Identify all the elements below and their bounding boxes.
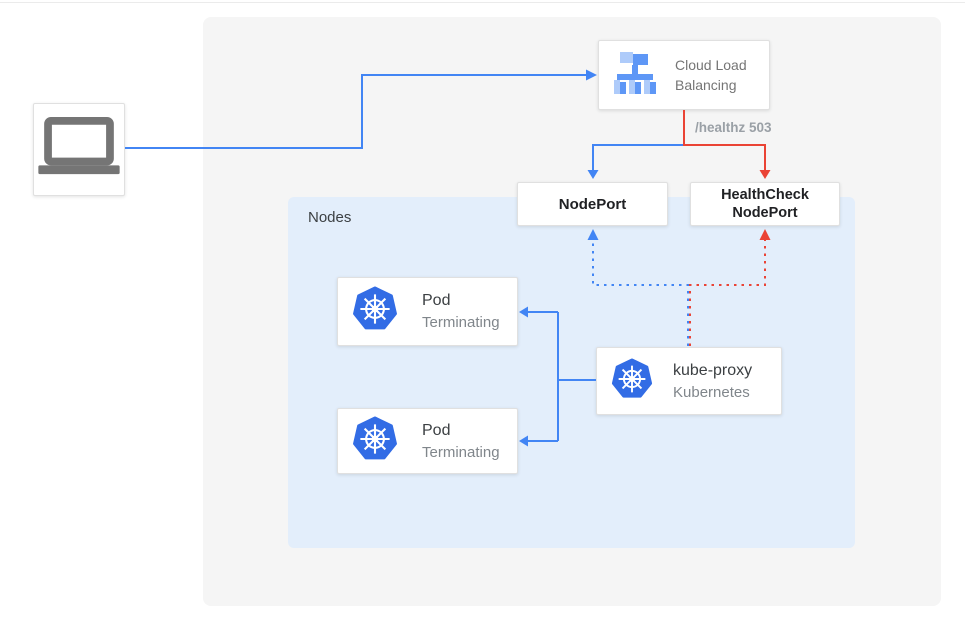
client-laptop-node <box>33 103 125 196</box>
laptop-icon <box>38 117 120 182</box>
page-top-divider <box>0 2 965 3</box>
kube-proxy-labels: kube-proxy Kubernetes <box>673 362 752 401</box>
pod-title: Pod <box>422 421 451 439</box>
pod-terminating-node-2: Pod Terminating <box>337 408 518 474</box>
healthcheck-nodeport-label-line1: HealthCheck <box>721 187 809 203</box>
pod-status: Terminating <box>422 443 500 461</box>
cloud-load-balancing-label: Cloud Load Balancing <box>675 57 747 93</box>
healthz-status-label: /healthz 503 <box>695 120 772 135</box>
pod-labels: Pod Terminating <box>422 422 500 461</box>
healthcheck-nodeport-label-line2: NodePort <box>732 205 798 221</box>
pod-title: Pod <box>422 292 451 309</box>
healthcheck-nodeport-node: HealthCheck NodePort <box>690 182 840 226</box>
kubernetes-icon <box>352 416 398 467</box>
kube-proxy-node: kube-proxy Kubernetes <box>596 347 782 415</box>
pod-labels: Pod Terminating <box>422 292 500 331</box>
kubernetes-icon <box>352 286 398 337</box>
cloud-load-balancing-node: Cloud Load Balancing <box>598 40 770 110</box>
nodeport-node: NodePort <box>517 182 668 226</box>
kubernetes-icon <box>611 357 653 405</box>
kube-proxy-title: kube-proxy <box>673 361 753 379</box>
pod-status: Terminating <box>422 314 500 331</box>
nodes-group-label: Nodes <box>308 209 352 226</box>
load-balancer-icon <box>611 51 659 100</box>
pod-terminating-node-1: Pod Terminating <box>337 277 518 346</box>
kube-proxy-subtitle: Kubernetes <box>673 383 750 401</box>
nodeport-label: NodePort <box>558 195 627 213</box>
